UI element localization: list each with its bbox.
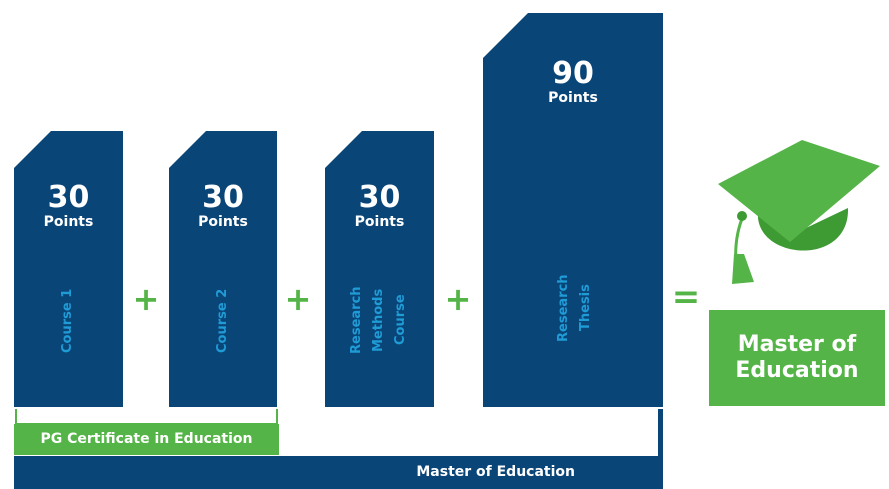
points-unit: Points <box>43 214 94 230</box>
course-label: Course 1 <box>60 288 75 353</box>
plus-operator: + <box>284 280 312 318</box>
points-unit: Points <box>354 214 405 230</box>
result-line-1: Master of <box>737 332 857 357</box>
course-label: Research Methods Course <box>349 286 408 354</box>
points-unit: Points <box>548 90 598 106</box>
course-label: Research Thesis <box>556 274 593 342</box>
plus-operator: + <box>444 280 472 318</box>
pg-certificate-bracket <box>15 409 278 425</box>
graduation-cap-icon <box>718 140 880 284</box>
course-label: Course 2 <box>215 288 230 353</box>
plus-operator: + <box>132 280 160 318</box>
course-1-block: 30 Points Course 1 <box>14 131 123 407</box>
points-value: 30 <box>202 180 244 215</box>
points-value: 90 <box>552 56 594 91</box>
points-unit: Points <box>198 214 248 230</box>
course-2-block: 30 Points Course 2 <box>169 131 277 407</box>
master-bracket-line <box>658 409 663 456</box>
master-of-education-result: Master of Education <box>709 310 885 406</box>
master-of-education-bar: Master of Education <box>14 456 663 489</box>
equals-operator: = <box>671 277 701 317</box>
research-thesis-block: 90 Points Research Thesis <box>483 13 663 407</box>
points-value: 30 <box>47 180 90 215</box>
result-line-2: Education <box>735 358 859 383</box>
research-methods-block: 30 Points Research Methods Course <box>325 131 434 407</box>
pg-certificate-bar: PG Certificate in Education <box>14 424 279 455</box>
points-value: 30 <box>358 180 401 215</box>
